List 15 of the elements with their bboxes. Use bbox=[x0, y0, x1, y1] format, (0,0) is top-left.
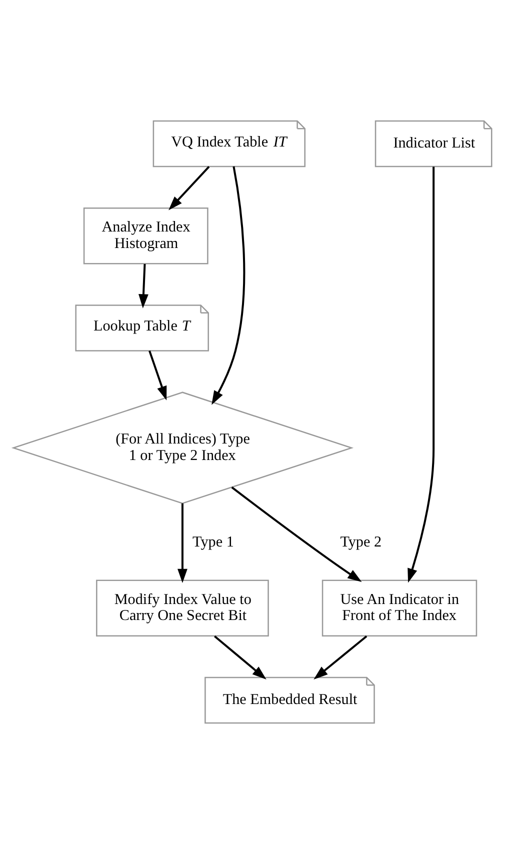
arrow bbox=[148, 350, 167, 400]
arrow bbox=[212, 166, 246, 404]
edge-label: Type 1 bbox=[192, 534, 234, 550]
arrow bbox=[314, 634, 368, 679]
node-box: Modify Index Value to Carry One Secret Bit bbox=[96, 579, 269, 636]
node-box: Analyze Index Histogram bbox=[83, 206, 208, 264]
node-box: Use An Indicator in Front of The Index bbox=[322, 579, 478, 636]
edge-label: Type 2 bbox=[340, 534, 382, 550]
node-diamond: (For All Indices) Type 1 or Type 2 Index bbox=[11, 391, 354, 504]
arrow bbox=[408, 166, 435, 582]
arrow bbox=[178, 502, 188, 583]
arrow bbox=[231, 486, 362, 582]
arrow bbox=[138, 263, 148, 308]
arrow bbox=[168, 166, 210, 210]
arrow bbox=[214, 634, 266, 679]
